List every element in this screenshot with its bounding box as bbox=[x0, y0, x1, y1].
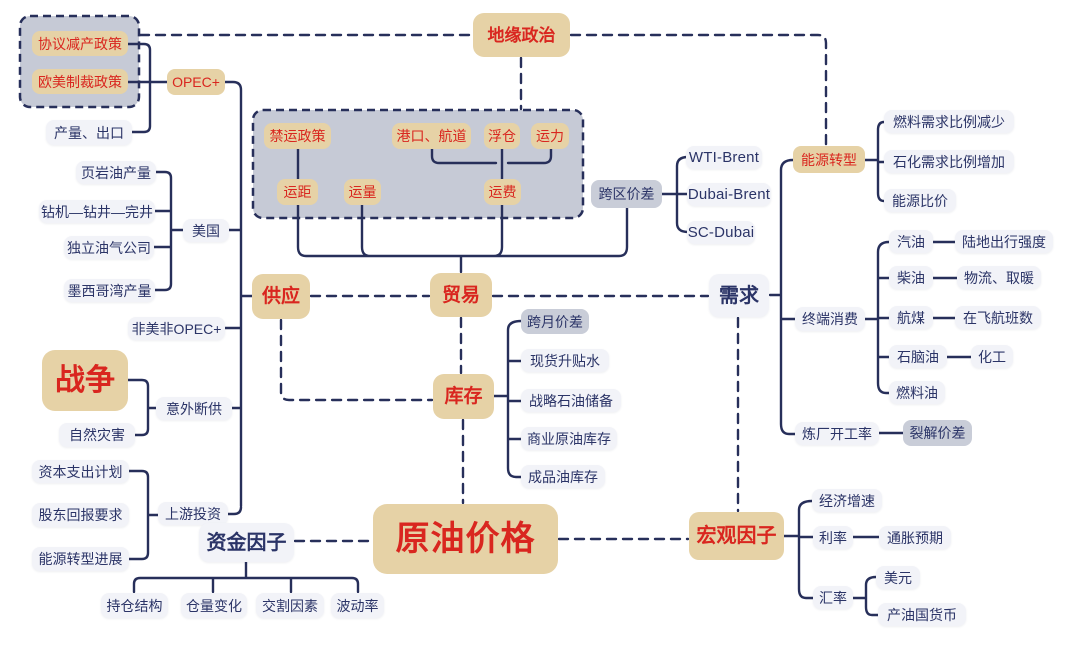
node-monthly-spread[interactable]: 跨月价差 bbox=[521, 309, 589, 334]
node-energy-transition[interactable]: 能源转型 bbox=[793, 146, 865, 173]
node-freight-cost[interactable]: 运费 bbox=[484, 179, 521, 205]
node-ports-channels[interactable]: 港口、航道 bbox=[392, 123, 471, 149]
node-inflation-expectation[interactable]: 通胀预期 bbox=[879, 526, 951, 549]
node-refinery-run-rate[interactable]: 炼厂开工率 bbox=[795, 422, 879, 445]
node-volatility[interactable]: 波动率 bbox=[331, 593, 384, 618]
node-usa[interactable]: 美国 bbox=[183, 219, 229, 242]
node-chemicals[interactable]: 化工 bbox=[971, 345, 1013, 368]
node-logistics-heating[interactable]: 物流、取暖 bbox=[957, 266, 1041, 289]
node-delivery-factor[interactable]: 交割因素 bbox=[256, 593, 324, 618]
node-upstream-investment[interactable]: 上游投资 bbox=[158, 502, 228, 525]
node-spot-premium[interactable]: 现货升贴水 bbox=[521, 349, 609, 372]
node-dubai-brent[interactable]: Dubai-Brent bbox=[687, 183, 771, 206]
node-sc-dubai[interactable]: SC-Dubai bbox=[687, 221, 755, 244]
node-geopolitics[interactable]: 地缘政治 bbox=[473, 13, 570, 57]
node-fuel-oil[interactable]: 燃料油 bbox=[889, 381, 945, 404]
node-shipping-volume[interactable]: 运量 bbox=[344, 179, 381, 205]
node-shale-output[interactable]: 页岩油产量 bbox=[76, 161, 156, 184]
node-end-consumption[interactable]: 终端消费 bbox=[795, 307, 865, 331]
node-output-export[interactable]: 产量、出口 bbox=[46, 120, 132, 145]
node-rig-drill-complete[interactable]: 钻机—钻井—完井 bbox=[39, 200, 155, 223]
node-product-inventory[interactable]: 成品油库存 bbox=[521, 465, 605, 488]
node-supply-disruption[interactable]: 意外断供 bbox=[156, 397, 232, 420]
node-shipping-capacity[interactable]: 运力 bbox=[531, 123, 569, 149]
node-agreement-cut-policy[interactable]: 协议减产政策 bbox=[32, 31, 128, 56]
node-flights[interactable]: 在飞航班数 bbox=[955, 306, 1041, 329]
node-inventory[interactable]: 库存 bbox=[433, 374, 494, 419]
node-diesel[interactable]: 柴油 bbox=[889, 266, 933, 289]
node-independent-producers[interactable]: 独立油气公司 bbox=[64, 236, 154, 259]
node-volume-change[interactable]: 仓量变化 bbox=[181, 593, 247, 618]
node-interest-rate[interactable]: 利率 bbox=[813, 526, 853, 549]
node-gasoline[interactable]: 汽油 bbox=[889, 230, 933, 253]
node-floating-storage[interactable]: 浮仓 bbox=[484, 123, 520, 149]
node-crude-oil-price[interactable]: 原油价格 bbox=[373, 504, 558, 574]
node-funding-factor[interactable]: 资金因子 bbox=[199, 523, 294, 562]
node-embargo-policy[interactable]: 禁运政策 bbox=[264, 123, 331, 149]
node-petchem-demand-up[interactable]: 石化需求比例增加 bbox=[884, 150, 1014, 173]
node-natural-disaster[interactable]: 自然灾害 bbox=[59, 423, 135, 447]
node-jet-fuel[interactable]: 航煤 bbox=[889, 306, 933, 329]
node-commercial-inventory[interactable]: 商业原油库存 bbox=[521, 427, 617, 450]
node-war[interactable]: 战争 bbox=[42, 350, 128, 411]
node-naphtha[interactable]: 石脑油 bbox=[889, 345, 947, 368]
node-macro-factor[interactable]: 宏观因子 bbox=[689, 512, 784, 560]
node-gulf-output[interactable]: 墨西哥湾产量 bbox=[64, 279, 155, 302]
node-exchange-rate[interactable]: 汇率 bbox=[813, 586, 853, 609]
node-sanctions-policy[interactable]: 欧美制裁政策 bbox=[32, 69, 128, 94]
node-capex-plan[interactable]: 资本支出计划 bbox=[32, 460, 129, 483]
node-energy-price-ratio[interactable]: 能源比价 bbox=[884, 189, 956, 212]
node-producer-currency[interactable]: 产油国货币 bbox=[878, 603, 966, 626]
node-position-structure[interactable]: 持仓结构 bbox=[101, 593, 168, 618]
node-wti-brent[interactable]: WTI-Brent bbox=[686, 146, 762, 169]
node-demand[interactable]: 需求 bbox=[709, 274, 769, 317]
node-regional-spread[interactable]: 跨区价差 bbox=[591, 180, 662, 208]
node-strategic-reserve[interactable]: 战略石油储备 bbox=[521, 389, 621, 412]
node-non-us-non-opec[interactable]: 非美非OPEC+ bbox=[128, 317, 225, 340]
node-energy-transition-progress[interactable]: 能源转型进展 bbox=[32, 547, 129, 571]
node-shipping-distance[interactable]: 运距 bbox=[277, 179, 318, 205]
node-economic-growth[interactable]: 经济增速 bbox=[812, 489, 882, 512]
dashed-connector-lines bbox=[138, 33, 828, 543]
node-opec-plus[interactable]: OPEC+ bbox=[167, 69, 225, 95]
solid-connector-lines bbox=[126, 42, 973, 617]
node-trade[interactable]: 贸易 bbox=[430, 273, 492, 317]
node-fuel-demand-down[interactable]: 燃料需求比例减少 bbox=[884, 110, 1014, 133]
node-land-travel[interactable]: 陆地出行强度 bbox=[955, 230, 1053, 253]
node-crack-spread[interactable]: 裂解价差 bbox=[903, 420, 972, 446]
node-us-dollar[interactable]: 美元 bbox=[876, 566, 920, 589]
node-supply[interactable]: 供应 bbox=[252, 274, 310, 319]
node-shareholder-return[interactable]: 股东回报要求 bbox=[32, 503, 129, 527]
